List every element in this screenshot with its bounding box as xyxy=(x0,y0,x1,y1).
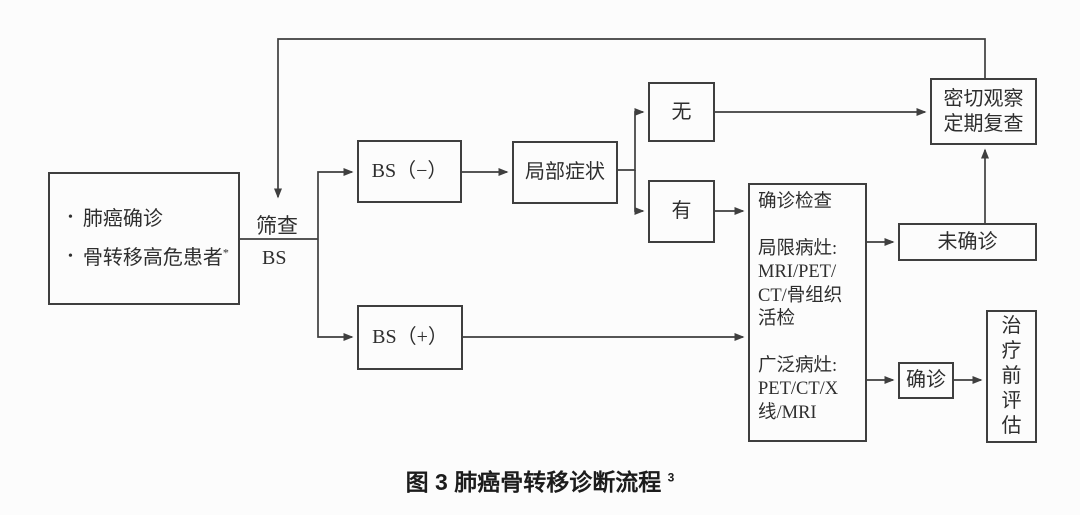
confirm-exam-text: 确诊检查 局限病灶: MRI/PET/ CT/骨组织 活检 广泛病灶: PET/… xyxy=(758,192,843,423)
node-pretreatment-evaluation: 治疗前评估 xyxy=(986,310,1037,443)
node-yes-symptom: 有 xyxy=(648,180,715,243)
criteria-item-lung-cancer: • 肺癌确诊 xyxy=(68,207,163,232)
screening-bs-label: BS xyxy=(262,247,287,269)
node-close-observation: 密切观察 定期复查 xyxy=(930,78,1037,145)
footnote-asterisk: * xyxy=(222,244,229,259)
node-patient-criteria: • 肺癌确诊 • 骨转移高危患者* xyxy=(48,172,240,305)
criteria-label-high-risk-text: 骨转移高危患者 xyxy=(82,246,223,269)
node-bs-positive: BS（+） xyxy=(357,305,463,370)
node-bs-negative: BS（−） xyxy=(357,140,462,203)
bullet-icon: • xyxy=(68,248,73,264)
screening-label: 筛查 xyxy=(256,214,298,238)
node-confirmed: 确诊 xyxy=(898,362,954,399)
criteria-label-high-risk: 骨转移高危患者* xyxy=(83,246,229,271)
figure-caption: 图 3 肺癌骨转移诊断流程 3 xyxy=(0,463,1080,497)
connector-observation-feedback-to-screening xyxy=(274,38,986,199)
pretreatment-evaluation-text: 治疗前评估 xyxy=(1001,315,1022,437)
figure-caption-text: 图 3 肺癌骨转移诊断流程 xyxy=(405,469,662,495)
criteria-label-lung-cancer: 肺癌确诊 xyxy=(82,207,163,230)
connector-symptoms-to-yes xyxy=(634,170,645,215)
node-no-symptom: 无 xyxy=(648,82,715,142)
criteria-item-high-risk: • 骨转移高危患者* xyxy=(68,246,229,271)
bullet-icon: • xyxy=(68,209,73,225)
connector-junction-to-bsneg xyxy=(317,168,354,239)
figure-caption-reference: 3 xyxy=(667,470,675,485)
connector-symptoms-to-no xyxy=(618,108,645,171)
node-confirm-exam: 确诊检查 局限病灶: MRI/PET/ CT/骨组织 活检 广泛病灶: PET/… xyxy=(748,183,867,442)
node-not-confirmed: 未确诊 xyxy=(898,223,1037,261)
node-local-symptoms: 局部症状 xyxy=(512,141,618,204)
connector-junction-to-bspos xyxy=(317,239,354,341)
